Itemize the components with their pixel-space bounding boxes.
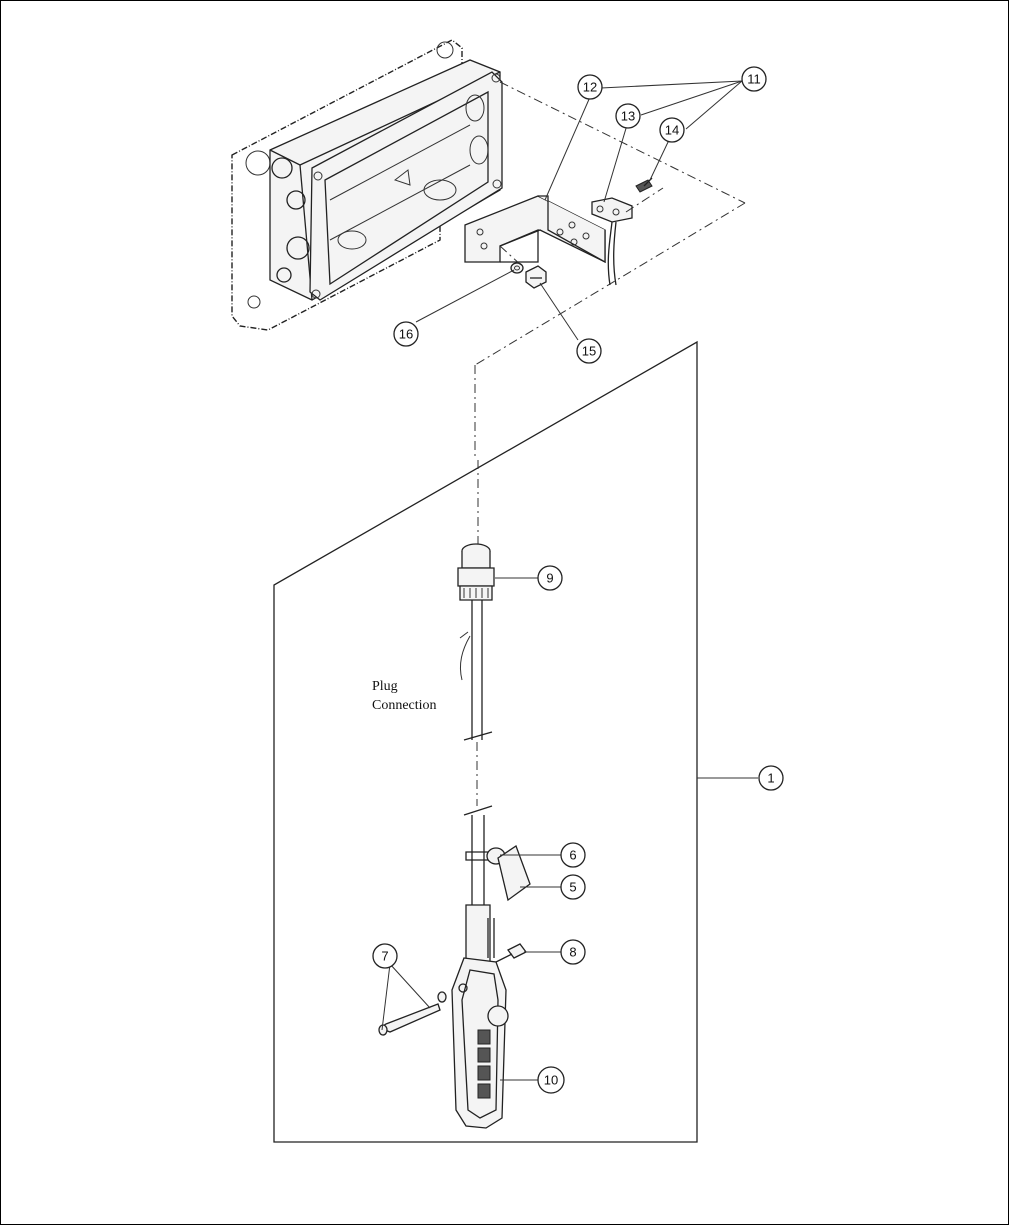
callout-6: 6 [561,843,585,867]
svg-text:12: 12 [583,80,597,95]
svg-text:14: 14 [665,123,679,138]
callout-5: 5 [561,875,585,899]
callout-11: 11 [742,67,766,91]
screw-7 [379,992,446,1035]
svg-text:10: 10 [544,1073,558,1088]
svg-text:13: 13 [621,109,635,124]
svg-text:16: 16 [399,327,413,342]
callout-12: 12 [578,75,602,99]
screw-14 [636,178,652,192]
electrical-box [232,40,502,330]
plug-connection-label-line1: Plug [372,679,398,694]
callout-1: 1 [759,766,783,790]
washer-16 [511,263,523,273]
svg-text:11: 11 [747,72,761,87]
svg-text:6: 6 [569,848,576,863]
callout-9: 9 [538,566,562,590]
svg-text:1: 1 [767,771,774,786]
callout-16: 16 [394,322,418,346]
plug-connection-label-line2: Connection [372,698,437,713]
svg-text:8: 8 [569,945,576,960]
callout-14: 14 [660,118,684,142]
mounting-bracket [465,196,605,262]
strain-relief-hook [466,846,530,900]
nut-8 [496,944,526,962]
svg-text:5: 5 [569,880,576,895]
callout-15: 15 [577,339,601,363]
callout-7: 7 [373,944,397,968]
plug-connector [458,544,494,600]
svg-text:7: 7 [381,949,388,964]
callout-10: 10 [538,1067,564,1093]
callout-13: 13 [616,104,640,128]
callout-8: 8 [561,940,585,964]
svg-text:15: 15 [582,344,596,359]
pendant-control-10 [452,958,508,1128]
svg-text:9: 9 [546,571,553,586]
screw-15 [526,266,546,288]
